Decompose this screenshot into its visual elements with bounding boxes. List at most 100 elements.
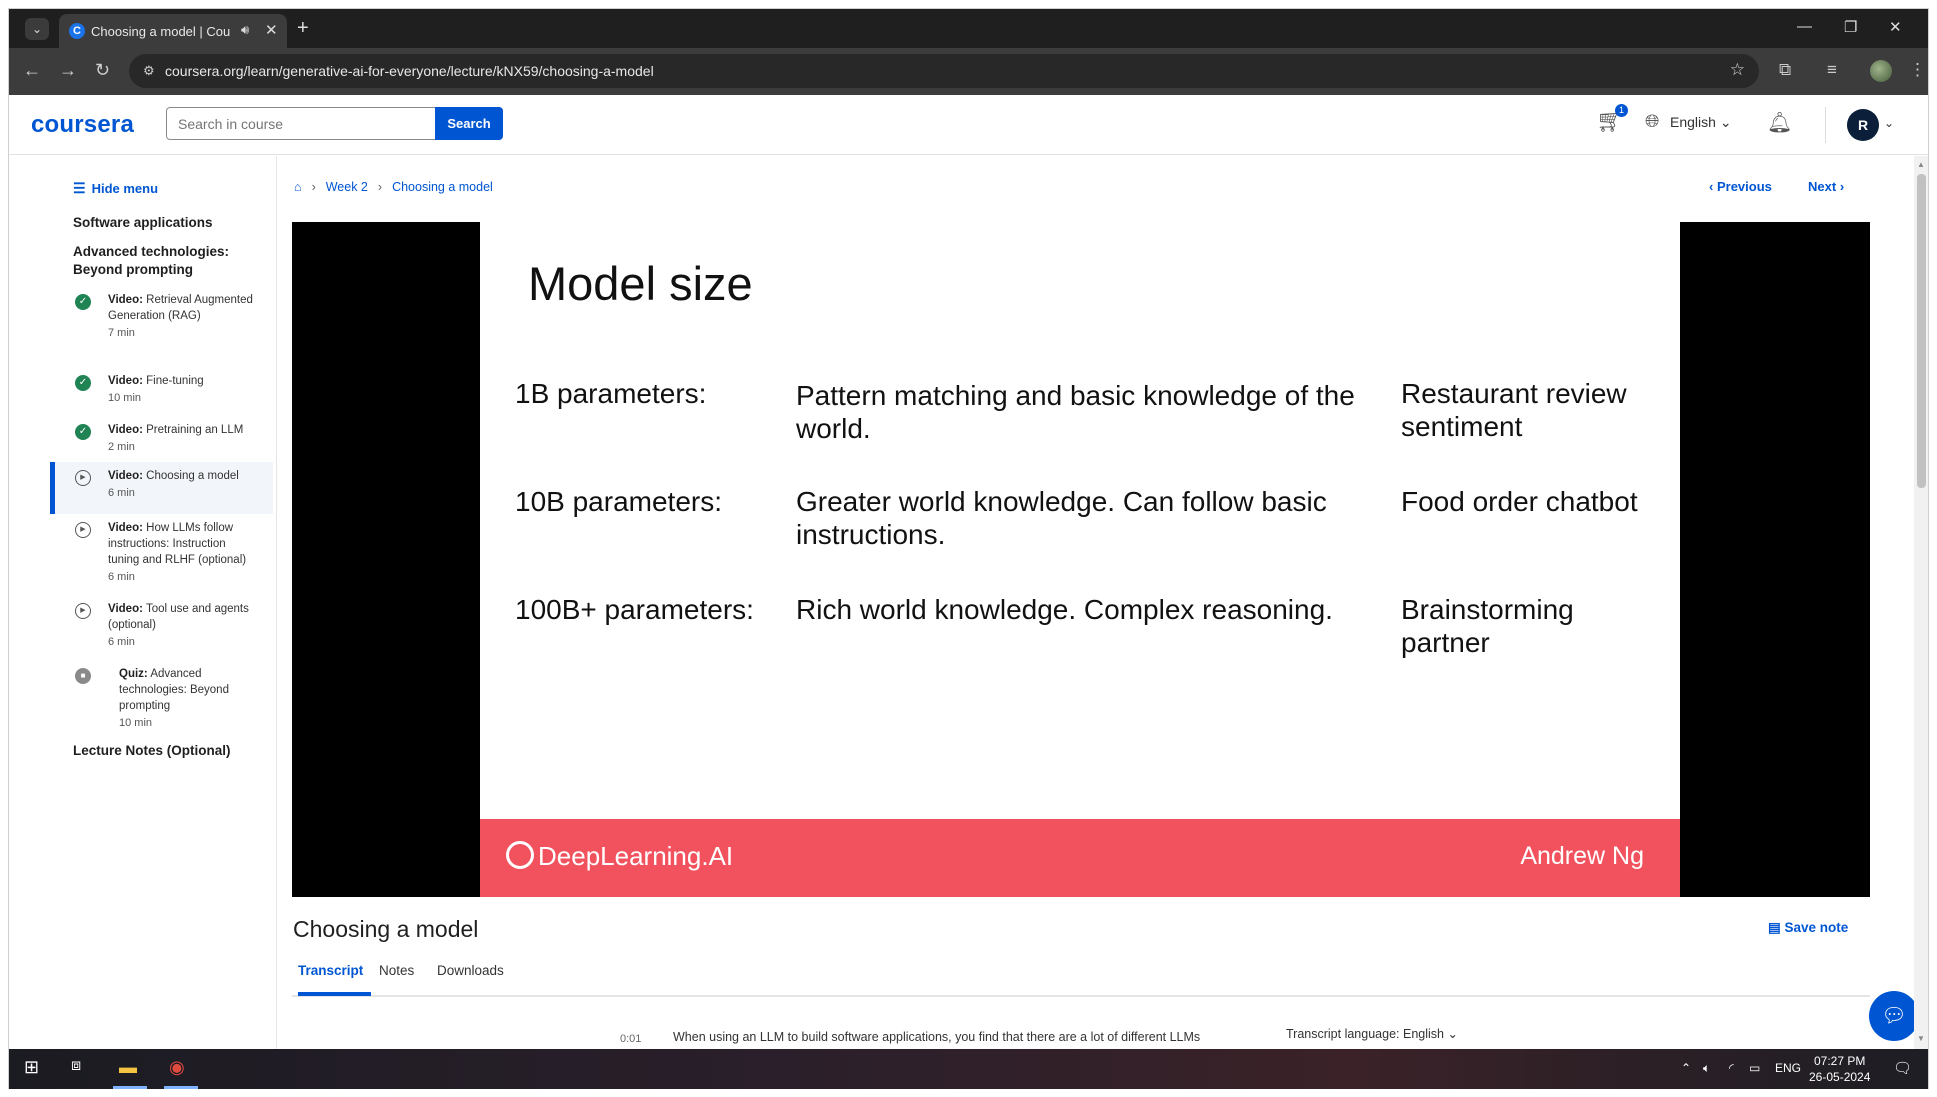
transcript-timestamp[interactable]: 0:01 <box>620 1033 642 1045</box>
transcript-language-label: Transcript language: <box>1286 1027 1400 1041</box>
bookmark-star-icon[interactable]: ☆ <box>1729 60 1745 79</box>
active-tab-indicator <box>298 992 371 996</box>
globe-icon[interactable]: 🌐︎ <box>1645 111 1660 131</box>
tab-title: Choosing a model | Coursera <box>91 24 231 39</box>
section-software-applications[interactable]: Software applications <box>73 215 213 230</box>
chat-assistant-button[interactable]: 💬︎ <box>1869 991 1919 1041</box>
windows-start-icon[interactable]: ⊞ <box>24 1057 40 1077</box>
brand-name: DeepLearning.AI <box>538 841 734 871</box>
sidebar-item-instruction-tuning[interactable]: ▶ Video: How LLMs follow instructions: I… <box>50 518 273 596</box>
breadcrumb-page[interactable]: Choosing a model <box>392 180 493 194</box>
item-title: Advanced technologies: Beyond prompting <box>119 668 229 712</box>
media-control-icon[interactable]: ≡ <box>1827 60 1837 79</box>
completed-check-icon: ✓ <box>75 375 91 391</box>
wifi-icon[interactable]: ◜ <box>1729 1061 1734 1075</box>
save-note-button[interactable]: ▤ Save note <box>1768 920 1848 936</box>
section-lecture-notes[interactable]: Lecture Notes (Optional) <box>73 743 231 758</box>
scroll-down-icon[interactable]: ▼ <box>1917 1034 1925 1043</box>
item-title: Retrieval Augmented Generation (RAG) <box>108 294 253 322</box>
sidebar-item-rag[interactable]: ✓ Video: Retrieval Augmented Generation … <box>50 290 273 366</box>
tab-close-icon[interactable]: ✕ <box>265 22 278 39</box>
site-info-icon[interactable]: ⚙ <box>143 63 155 78</box>
reload-icon[interactable]: ↻ <box>95 60 111 80</box>
battery-icon[interactable]: ▭ <box>1749 1061 1761 1075</box>
tray-chevron-up-icon[interactable]: ⌃ <box>1681 1061 1692 1075</box>
browser-profile-icon[interactable] <box>1870 60 1892 82</box>
back-arrow-icon[interactable]: ← <box>23 60 41 80</box>
notifications-icon[interactable]: 🗨︎ <box>1893 1060 1913 1077</box>
row-size: 10B parameters: <box>515 486 722 517</box>
lecture-tabs: Transcript Notes Downloads <box>292 953 1870 997</box>
video-player[interactable]: Model size 1B parameters: Pattern matchi… <box>292 222 1870 897</box>
minimize-icon[interactable]: — <box>1797 18 1812 35</box>
coursera-logo[interactable]: coursera <box>31 111 134 138</box>
slide-title: Model size <box>528 257 753 310</box>
chrome-icon[interactable]: ◉ <box>169 1057 185 1077</box>
tab-downloads[interactable]: Downloads <box>437 963 504 978</box>
language-label: English <box>1670 114 1716 130</box>
chevron-down-icon: ⌄ <box>1447 1027 1458 1041</box>
tab-audio-icon[interactable]: 🔊︎ <box>241 22 250 37</box>
item-type: Video: <box>108 424 143 436</box>
item-duration: 2 min <box>108 441 135 453</box>
play-circle-icon: ▶ <box>75 603 91 619</box>
search-button[interactable]: Search <box>435 107 503 140</box>
next-button[interactable]: Next › <box>1808 179 1844 194</box>
play-circle-icon: ▶ <box>75 522 91 538</box>
input-language[interactable]: ENG <box>1775 1061 1802 1075</box>
forward-arrow-icon[interactable]: → <box>59 60 77 80</box>
breadcrumb-week[interactable]: Week 2 <box>325 180 368 194</box>
active-app-indicator <box>164 1086 198 1089</box>
extensions-icon[interactable]: ⧉ <box>1779 60 1792 79</box>
tab-search-chevron-icon[interactable]: ⌄ <box>25 18 49 40</box>
scrollbar-thumb[interactable] <box>1917 174 1926 488</box>
language-selector[interactable]: English ⌄ <box>1670 114 1732 131</box>
previous-button[interactable]: ‹ Previous <box>1709 179 1772 194</box>
item-duration: 10 min <box>119 717 153 729</box>
transcript-language-value: English <box>1402 1027 1444 1041</box>
item-title: Fine-tuning <box>146 375 204 387</box>
chevron-right-icon: › <box>377 180 383 194</box>
section-advanced-technologies[interactable]: Advanced technologies: Beyond prompting <box>73 244 230 277</box>
row-capability: Rich world knowledge. Complex reasoning. <box>796 594 1333 625</box>
user-avatar[interactable]: R <box>1847 109 1879 141</box>
browser-tab-active[interactable]: C Choosing a model | Coursera 🔊︎ ✕ <box>59 14 287 48</box>
row-size: 1B parameters: <box>515 378 707 409</box>
url-text[interactable]: coursera.org/learn/generative-ai-for-eve… <box>165 63 654 79</box>
notifications-bell-icon[interactable]: 🔔︎ <box>1767 112 1793 134</box>
file-explorer-icon[interactable]: ▬ <box>119 1057 137 1077</box>
transcript-language-selector[interactable]: Transcript language: English ⌄ <box>1286 1026 1458 1041</box>
item-duration: 10 min <box>108 392 142 404</box>
browser-menu-icon[interactable]: ⋮ <box>1909 60 1926 79</box>
page-scrollbar[interactable]: ▲ ▼ <box>1914 156 1928 1049</box>
course-search-input[interactable] <box>167 108 435 139</box>
address-bar[interactable]: ⚙ coursera.org/learn/generative-ai-for-e… <box>129 54 1759 88</box>
completed-check-icon: ✓ <box>75 424 91 440</box>
task-view-icon[interactable]: ⧈ <box>71 1057 82 1074</box>
system-clock[interactable]: 07:27 PM 26-05-2024 <box>1809 1053 1870 1085</box>
home-icon[interactable]: ⌂ <box>294 180 302 194</box>
sidebar-item-quiz[interactable]: ■ Quiz: Advanced technologies: Beyond pr… <box>50 664 273 742</box>
restore-icon[interactable]: ❐ <box>1844 19 1858 36</box>
hide-menu-button[interactable]: ☰Hide menu <box>73 180 158 197</box>
hide-menu-label: Hide menu <box>91 181 159 196</box>
new-tab-plus-icon[interactable]: + <box>297 17 309 39</box>
lecture-slide: Model size 1B parameters: Pattern matchi… <box>480 222 1680 897</box>
slide-banner: DeepLearning.AI Andrew Ng <box>480 819 1680 897</box>
tab-notes[interactable]: Notes <box>379 963 415 978</box>
deeplearning-mark-icon <box>506 841 534 869</box>
sidebar-item-tool-use[interactable]: ▶ Video: Tool use and agents (optional)6… <box>50 599 273 659</box>
previous-label: Previous <box>1716 179 1772 194</box>
tab-transcript[interactable]: Transcript <box>298 963 364 978</box>
window-close-icon[interactable]: ✕ <box>1889 19 1902 36</box>
row-capability: Pattern matching and basic knowledge of … <box>796 380 1355 444</box>
clock-date: 26-05-2024 <box>1809 1070 1871 1084</box>
avatar-chevron-down-icon[interactable]: ⌄ <box>1884 116 1895 130</box>
transcript-line[interactable]: When using an LLM to build software appl… <box>673 1030 1201 1044</box>
volume-icon[interactable]: 🔈︎ <box>1703 1061 1711 1075</box>
scroll-up-icon[interactable]: ▲ <box>1917 160 1925 169</box>
